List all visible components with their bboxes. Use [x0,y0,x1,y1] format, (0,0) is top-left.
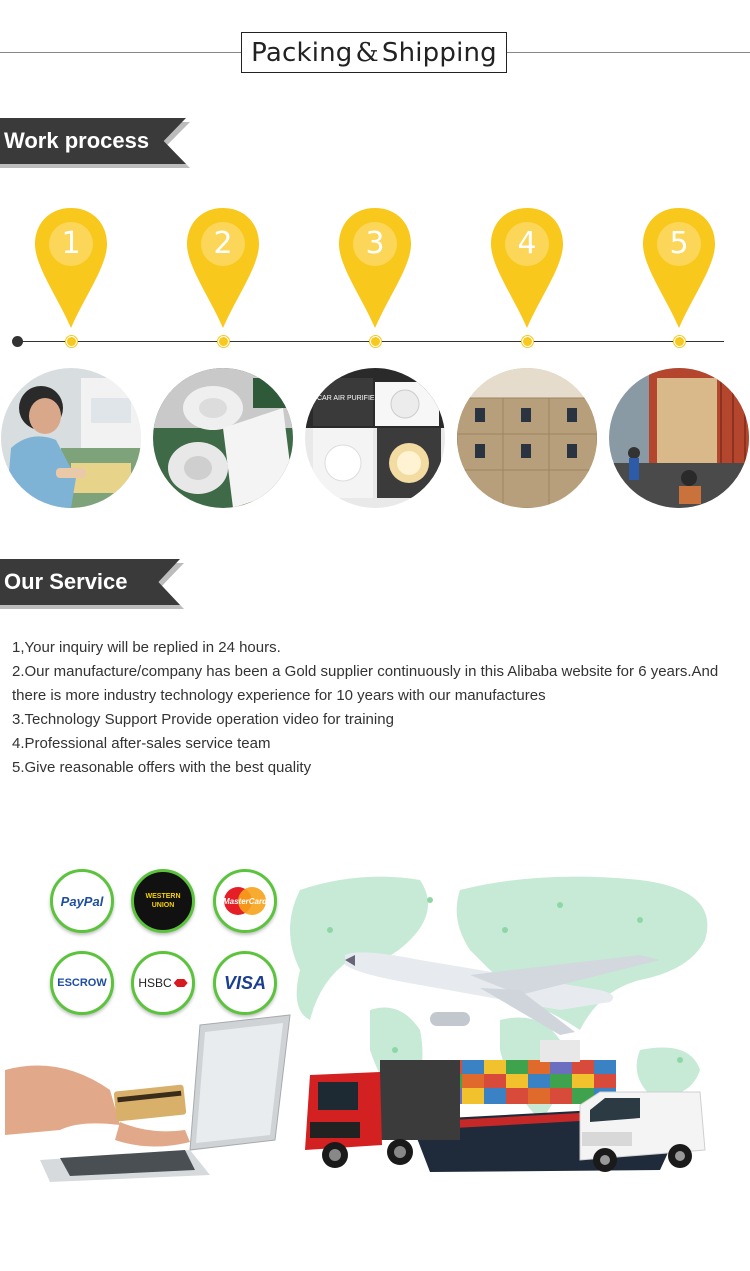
hsbc-logo: HSBC [138,976,172,990]
mastercard-circles-icon [224,887,266,915]
photo-boxes-stacked [457,368,597,508]
timeline-dot-5 [674,336,685,347]
title-shipping: Shipping [381,37,497,68]
step-pin-4: 4 [488,206,566,330]
van-icon [579,1091,706,1172]
title-packing: Packing [251,37,353,68]
timeline-start-dot [12,336,23,347]
airplane-icon [345,952,660,1035]
step-pin-3: 3 [336,206,414,330]
title-ampersand: & [355,37,379,68]
service-item-4: 4.Professional after-sales service team [12,735,271,752]
service-item-3: 3.Technology Support Provide operation v… [12,711,394,728]
credit-card-icon [5,1065,190,1147]
timeline-dot-1 [66,336,77,347]
laptop-icon [40,1014,291,1182]
timeline-dot-3 [370,336,381,347]
paypal-badge: PayPal [50,869,114,933]
shipping-payment-illustration: PayPal WESTERN UNION MasterCard ESCROW H… [0,860,750,1190]
step-pin-2: 2 [184,206,262,330]
photo-container-loading [609,368,749,508]
visa-logo: VISA [223,972,266,993]
step-number: 1 [61,225,81,261]
service-item-1: 1,Your inquiry will be replied in 24 hou… [12,639,281,656]
work-process-banner: Work process [0,118,186,164]
service-item-5: 5.Give reasonable offers with the best q… [12,759,312,776]
our-service-banner: Our Service [0,559,180,605]
map-pin-icon [491,208,563,328]
map-pin-icon [643,208,715,328]
page-title: Packing & Shipping [241,32,507,73]
step-number: 2 [213,225,233,261]
mastercard-badge: MasterCard [213,869,277,933]
work-process-title: Work process [4,128,150,153]
map-pin-icon [35,208,107,328]
escrow-logo: ESCROW [57,977,107,989]
map-pin-icon [187,208,259,328]
header-rule-left [0,52,241,53]
western-union-text-1: WESTERN [145,893,181,900]
step-number: 3 [365,225,385,261]
mastercard-logo: MasterCard [222,896,267,906]
hsbc-badge: HSBC [131,951,195,1015]
step-pin-1: 1 [32,206,110,330]
western-union-text-2: UNION [151,902,175,909]
western-union-logo: WESTERN UNION [146,892,181,910]
paypal-logo: PayPal [60,893,104,909]
step-pin-5: 5 [640,206,718,330]
photo-packaged-products: CAR AIR PURIFIER [305,368,445,508]
product-box-label: CAR AIR PURIFIER [317,395,380,402]
step-number: 4 [517,225,537,261]
timeline-dot-4 [522,336,533,347]
service-list: 1,Your inquiry will be replied in 24 hou… [12,636,732,780]
truck-icon [305,1060,460,1168]
photo-product-line [153,368,293,508]
world-map-illustration [5,876,708,1182]
timeline-dot-2 [218,336,229,347]
map-pin-icon [339,208,411,328]
service-item-2: 2.Our manufacture/company has been a Gol… [12,663,719,704]
step-number: 5 [669,225,689,261]
western-union-badge: WESTERN UNION [131,869,195,933]
photo-assembly-worker [1,368,141,508]
our-service-title: Our Service [4,569,128,594]
escrow-badge: ESCROW [50,951,114,1015]
header-rule-right [507,52,750,53]
visa-badge: VISA [213,951,277,1015]
hsbc-hexagon-icon [173,979,188,987]
